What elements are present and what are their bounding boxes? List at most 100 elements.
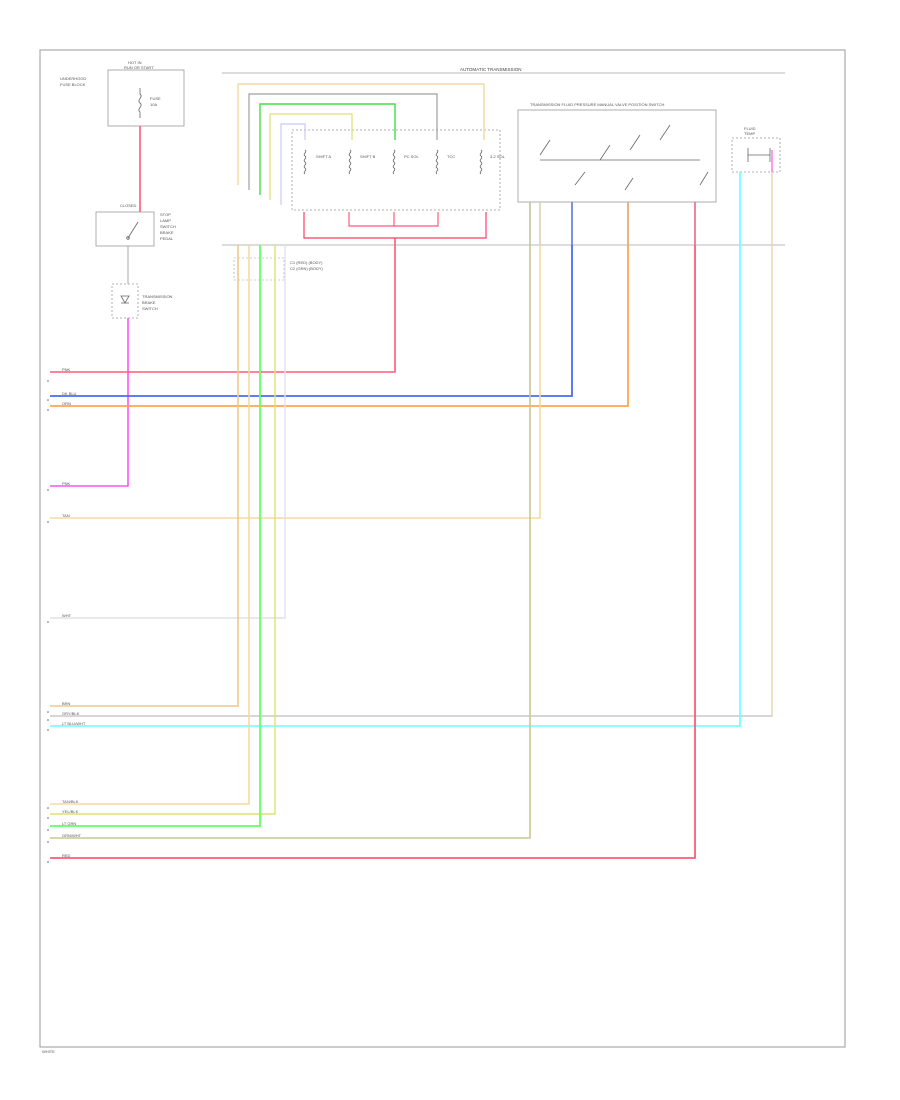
wire-dk-blu — [50, 202, 573, 397]
wire-label: GRY/BLK — [62, 711, 80, 716]
wire-label: LT BLU/WHT — [62, 721, 86, 726]
solenoid-common-bus — [303, 212, 487, 239]
switch-contact-icon — [659, 124, 671, 141]
pin-marker — [47, 807, 49, 809]
pin-marker — [47, 521, 49, 523]
brake-switch-label: TRANSMISSION — [142, 294, 173, 299]
wire-orn — [50, 202, 629, 407]
wire-label-group: PNK DK BLU ORN PNK TAN WHT BRN GRY/BLK L… — [62, 367, 86, 858]
fuse-block-side-label: FUSE BLOCK — [60, 82, 86, 87]
wire-brn — [50, 245, 239, 707]
wire-label: TAN — [62, 513, 70, 518]
pin-marker — [47, 861, 49, 863]
wire-label: TAN/BLK — [62, 799, 79, 804]
switch-top-label: CLOSED — [120, 203, 137, 208]
connector-note: C1 (RED) (BODY) — [290, 260, 323, 265]
solenoid-label: SHIFT A — [316, 154, 331, 159]
switch-label: SWITCH — [160, 224, 176, 229]
switch-label: BRAKE — [160, 230, 174, 235]
pin-marker — [47, 719, 49, 721]
switch-label: PEDAL — [160, 236, 174, 241]
pin-marker — [47, 409, 49, 411]
solenoid-3: PC SOL — [392, 149, 419, 175]
connector-note: C2 (GRN) (BODY) — [290, 266, 324, 271]
switch-contact-icon — [699, 171, 709, 186]
pin-marker — [47, 841, 49, 843]
wire-brake-pink — [50, 318, 129, 487]
pressure-switch-label: TRANSMISSION FLUID PRESSURE MANUAL VALVE… — [530, 102, 665, 107]
wire-label: ORN — [62, 401, 71, 406]
wire-solenoid-feed — [269, 113, 353, 200]
brake-switch-box — [111, 283, 139, 319]
wire-label: GRN/WHT — [62, 833, 82, 838]
wire-label: PNK — [62, 481, 71, 486]
wire-label: DK BLU — [62, 391, 77, 396]
fuse-number: 10A — [150, 102, 157, 107]
coil-icon — [435, 149, 439, 175]
switch-contact-icon — [127, 221, 139, 239]
fuse-label: FUSE — [150, 96, 161, 101]
wire-label: WHT — [62, 613, 72, 618]
pin-marker — [47, 711, 49, 713]
wire-label: YEL/BLK — [62, 809, 79, 814]
stop-lamp-switch-box — [95, 211, 155, 247]
solenoid-label: SHIFT B — [360, 154, 376, 159]
solenoid-bank-box — [291, 129, 501, 211]
solenoid-5: 3-2 SOL — [479, 149, 506, 175]
switch-pivot-icon — [126, 236, 130, 240]
wire-label: LT GRN — [62, 821, 76, 826]
fuse-block-side-label: UNDERHOOD — [60, 76, 86, 81]
coil-icon — [479, 149, 483, 175]
pin-marker — [47, 817, 49, 819]
switch-label: LAMP — [160, 218, 171, 223]
wire-pnk-solenoid — [50, 238, 396, 373]
solenoid-2: SHIFT B — [348, 149, 376, 175]
switch-contact-icon — [574, 171, 586, 186]
solenoid-label: PC SOL — [404, 154, 419, 159]
wire-tan-blk — [50, 245, 250, 805]
pin-marker — [47, 399, 49, 401]
wire-solenoid-feed — [248, 93, 438, 190]
footer-code: WHITE — [42, 1049, 55, 1054]
wire-grn-wht — [50, 202, 531, 839]
wire-solenoid-feed — [280, 123, 306, 205]
switch-contact-icon — [629, 134, 641, 151]
wire-yel-blk — [50, 245, 276, 815]
switch-contact-icon — [624, 177, 634, 191]
temp-sensor: FLUID TEMP — [731, 126, 781, 173]
diagram-title: AUTOMATIC TRANSMISSION — [460, 67, 522, 72]
wire-red — [50, 202, 696, 859]
temp-sensor-label: TEMP — [744, 131, 755, 136]
coil-icon — [348, 149, 352, 175]
pressure-switch: TRANSMISSION FLUID PRESSURE MANUAL VALVE… — [517, 102, 717, 203]
wire-wht — [50, 245, 286, 619]
temp-sensor-box — [731, 137, 781, 173]
pin-stub — [529, 202, 696, 245]
diagram-frame — [39, 49, 846, 1048]
pin-marker — [47, 489, 49, 491]
solenoid-label: 3-2 SOL — [490, 154, 506, 159]
wire-label: BRN — [62, 701, 71, 706]
brake-switch-label: BRAKE — [142, 300, 156, 305]
pressure-switch-box — [517, 109, 717, 203]
wire-lt-grn — [50, 245, 261, 827]
wire-solenoid-feed — [259, 103, 396, 195]
wire-lt-blu — [50, 172, 741, 727]
solenoid-4: TCC — [435, 149, 455, 175]
coil-icon — [392, 149, 396, 175]
pin-marker — [47, 729, 49, 731]
coil-icon — [303, 149, 307, 175]
solenoid-bank: SHIFT A SHIFT B PC SOL TCC 3-2 SOL — [291, 129, 506, 239]
fuse-block-box — [107, 69, 185, 127]
diode-icon — [120, 295, 130, 304]
wire-label: RED — [62, 853, 71, 858]
fuse-block: HOT IN RUN OR START UNDERHOOD FUSE BLOCK… — [60, 60, 185, 127]
switch-contact-icon — [539, 139, 551, 156]
wire-tan — [50, 202, 541, 519]
fuse-icon — [138, 88, 142, 118]
switch-label: STOP — [160, 212, 171, 217]
solenoid-1: SHIFT A — [303, 149, 331, 175]
temp-sensor-label: FLUID — [744, 126, 756, 131]
pin-marker-group — [47, 380, 49, 863]
